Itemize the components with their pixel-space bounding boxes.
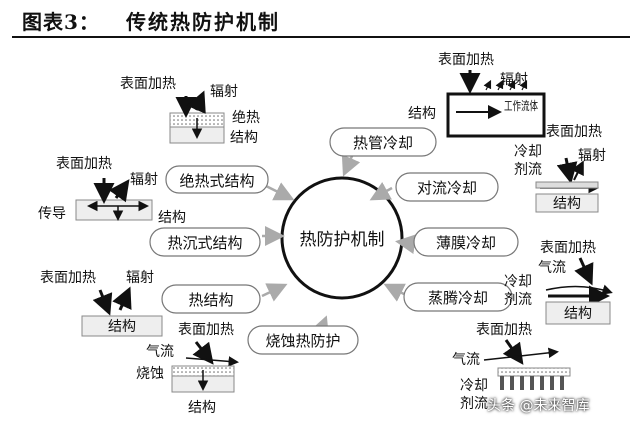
- conduction-label: 传导: [38, 206, 66, 222]
- heat-protection-diagram: 热防护机制 绝热式结构 热沉式结构 热结构 烧蚀热防护 热管冷却 对流冷却: [38, 52, 613, 416]
- center-node: 热防护机制: [280, 176, 404, 300]
- surface-heating-label: 表面加热: [120, 76, 176, 92]
- method-label: 蒸腾冷却: [428, 289, 488, 307]
- structure-label: 结构: [158, 210, 186, 226]
- surface-heating-label: 表面加热: [40, 270, 96, 286]
- surface-heating-label: 表面加热: [476, 322, 532, 338]
- method-transpiration-cooling: 蒸腾冷却: [403, 282, 513, 312]
- method-label: 绝热式结构: [179, 172, 254, 190]
- method-ablative-protection: 烧蚀热防护: [247, 325, 359, 355]
- radiation-label: 辐射: [578, 148, 606, 164]
- structure-label: 结构: [230, 130, 258, 146]
- method-label: 对流冷却: [417, 179, 477, 197]
- coolant-label-line2: 剂流: [514, 162, 542, 178]
- structure-label: 结构: [553, 196, 581, 212]
- connector-arrows: [261, 154, 417, 339]
- header-rule: [12, 36, 630, 38]
- method-label: 薄膜冷却: [436, 234, 496, 252]
- surface-heating-label: 表面加热: [178, 322, 234, 338]
- method-label: 热沉式结构: [167, 234, 242, 252]
- hot-structure-illustration: 表面加热 辐射 结构: [40, 270, 163, 337]
- ablation-label: 烧蚀: [136, 366, 164, 382]
- method-label: 烧蚀热防护: [265, 332, 340, 350]
- heat-pipe-illustration: 表面加热 辐射 结构 工作流体: [408, 52, 546, 138]
- airflow-label: 气流: [538, 260, 566, 276]
- surface-heating-label: 表面加热: [56, 156, 112, 172]
- method-convective-cooling: 对流冷却: [395, 172, 499, 202]
- film-cooling-illustration: 表面加热 气流 冷却 剂流 结构: [504, 240, 613, 325]
- method-insulated-structure: 绝热式结构: [165, 165, 269, 194]
- method-hot-structure: 热结构: [161, 284, 261, 314]
- coolant-label-line1: 冷却: [514, 144, 542, 160]
- airflow-label: 气流: [146, 344, 174, 360]
- method-label: 热管冷却: [353, 134, 413, 152]
- working-fluid-label: 工作流体: [504, 99, 538, 113]
- coolant-label-line2: 剂流: [460, 396, 488, 412]
- surface-heating-label: 表面加热: [438, 52, 494, 68]
- structure-label: 结构: [108, 319, 136, 335]
- structure-label: 结构: [408, 106, 436, 122]
- surface-heating-label: 表面加热: [546, 124, 602, 140]
- structure-label: 结构: [564, 306, 592, 322]
- coolant-label-line1: 冷却: [504, 274, 532, 290]
- watermark: 头条 @未来智库: [487, 398, 590, 414]
- figure-header: 图表3： 传统热防护机制: [0, 0, 640, 38]
- center-label: 热防护机制: [300, 230, 385, 250]
- coolant-label-line1: 冷却: [460, 378, 488, 394]
- structure-label: 结构: [188, 400, 216, 416]
- radiation-label: 辐射: [126, 270, 154, 286]
- coolant-label-line2: 剂流: [504, 292, 532, 308]
- insulated-illustration: 表面加热 辐射 绝热 结构: [120, 76, 260, 146]
- method-heat-pipe-cooling: 热管冷却: [329, 127, 437, 157]
- method-heat-sink-structure: 热沉式结构: [149, 227, 261, 257]
- insulation-label: 绝热: [232, 110, 260, 126]
- method-label: 热结构: [188, 291, 233, 309]
- transpiration-cooling-illustration: 表面加热 气流 冷却 剂流: [452, 322, 571, 412]
- radiation-label: 辐射: [210, 84, 238, 100]
- figure-label: 图表3：: [22, 10, 100, 34]
- figure-title: 传统热防护机制: [126, 10, 280, 34]
- surface-heating-label: 表面加热: [540, 240, 596, 256]
- radiation-label: 辐射: [130, 172, 158, 188]
- convective-cooling-illustration: 表面加热 辐射 冷却 剂流 结构: [514, 124, 606, 213]
- heat-sink-illustration: 表面加热 辐射 传导 结构: [38, 156, 186, 226]
- ablation-illustration: 表面加热 气流 烧蚀 结构: [136, 322, 239, 416]
- airflow-label: 气流: [452, 352, 480, 368]
- method-film-cooling: 薄膜冷却: [413, 227, 519, 257]
